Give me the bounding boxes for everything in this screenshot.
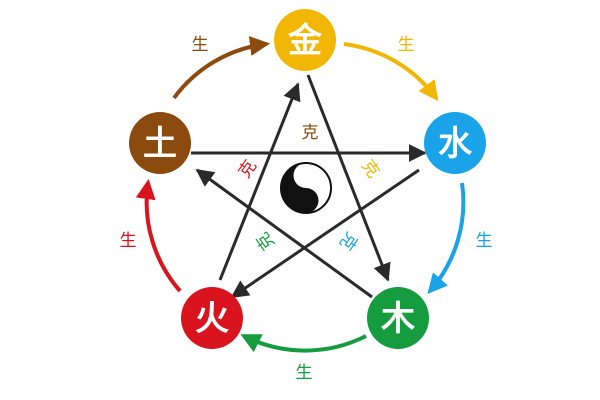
metal-char: 金: [287, 21, 323, 61]
water-char: 水: [438, 124, 473, 164]
water-circle: [424, 112, 486, 174]
generate-label-fire-earth: 生: [120, 231, 137, 251]
control-arrow-metal-wood: [306, 74, 391, 282]
generate-label-wood-fire: 生: [296, 363, 313, 383]
generate-cycle: 生 生 生 生 生: [120, 35, 493, 383]
control-label-right: 克: [357, 156, 383, 181]
fire-circle: [181, 287, 243, 349]
control-label-left: 克: [235, 156, 261, 181]
generate-arrow-earth-metal: [172, 36, 270, 100]
element-node-metal: 金: [274, 9, 336, 71]
element-node-water: 水: [424, 112, 486, 174]
element-node-earth: 土: [129, 112, 191, 174]
control-arrow-fire-metal: [218, 82, 301, 281]
generate-arrow-water-wood: [427, 182, 466, 295]
generate-label-metal-water: 生: [398, 35, 415, 55]
earth-char: 土: [143, 124, 177, 164]
yin-yang-icon: [280, 162, 332, 214]
control-label-lower-left: 克: [253, 228, 279, 253]
earth-circle: [129, 112, 191, 174]
element-node-fire: 火: [181, 287, 243, 349]
generate-label-earth-metal: 生: [192, 35, 209, 55]
wood-circle: [367, 287, 429, 349]
generate-arrow-fire-earth: [135, 179, 182, 293]
generate-label-water-wood: 生: [476, 231, 493, 251]
generate-arrow-wood-fire: [240, 334, 367, 353]
element-node-wood: 木: [367, 287, 429, 349]
control-arrow-water-fire: [230, 168, 420, 299]
metal-circle: [274, 9, 336, 71]
control-label-top: 克: [302, 123, 319, 143]
control-cycle: [191, 74, 427, 299]
generate-arrow-metal-water: [343, 42, 439, 102]
fire-char: 火: [195, 299, 229, 339]
control-arrow-wood-earth: [195, 168, 373, 299]
control-label-lower-right: 克: [335, 228, 361, 253]
wood-char: 木: [380, 299, 415, 339]
